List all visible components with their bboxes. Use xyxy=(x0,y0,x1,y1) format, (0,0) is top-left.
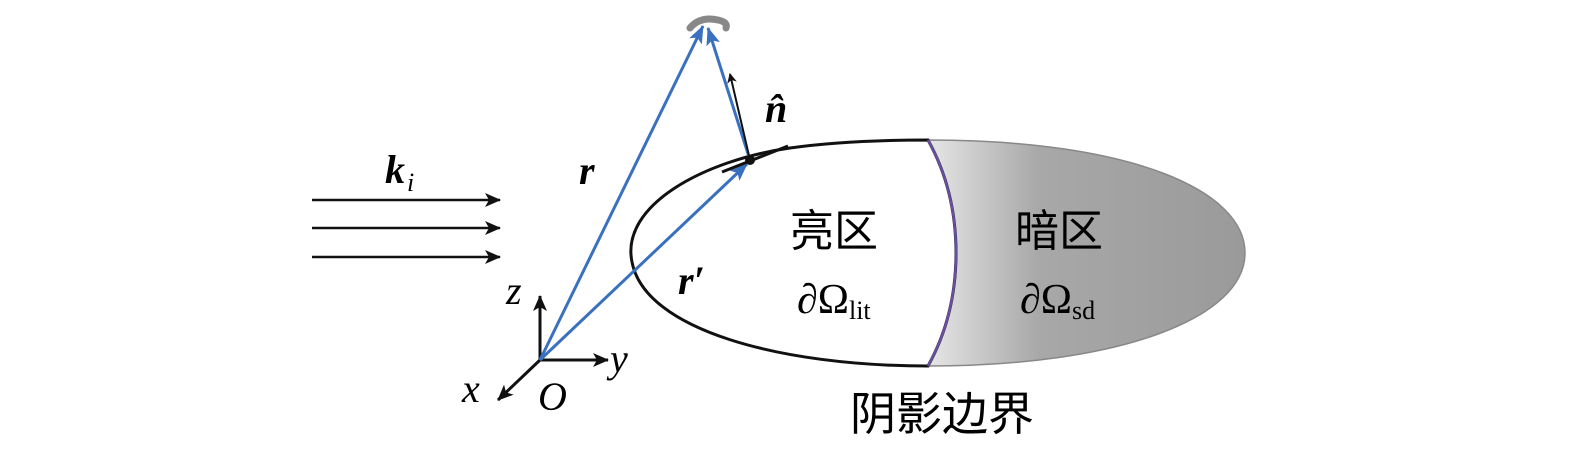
r-label: r xyxy=(579,148,595,193)
r-prime-vector xyxy=(538,162,749,362)
observation-point-mark xyxy=(686,15,730,32)
shadow-region-label: 暗区 xyxy=(1015,206,1103,257)
lit-region-label: 亮区 xyxy=(790,206,878,257)
x-axis xyxy=(496,358,542,402)
lit-region-subscript: lit xyxy=(849,296,871,325)
source-point xyxy=(745,155,755,165)
shadow-region-subscript: sd xyxy=(1072,296,1095,325)
incident-wave-subscript: i xyxy=(407,168,414,197)
r-prime-label: r′ xyxy=(678,258,705,303)
shadow-boundary-label: 阴影边界 xyxy=(850,387,1034,441)
x-axis-label: x xyxy=(461,366,480,411)
r-minus-r-prime-vector xyxy=(706,27,752,161)
r-vector xyxy=(538,25,705,361)
tangent-line xyxy=(721,144,789,174)
origin-label: O xyxy=(538,374,567,419)
incident-wave-label: ki xyxy=(385,147,414,197)
y-axis-label: y xyxy=(606,336,628,381)
normal-vector xyxy=(727,73,751,161)
shadow-boundary-curve xyxy=(926,139,958,367)
lit-region-symbol: ∂Ωlit xyxy=(797,277,871,325)
shadow-region-symbol: ∂Ωsd xyxy=(1020,277,1095,325)
normal-label: n̂ xyxy=(765,86,787,131)
z-axis-label: z xyxy=(505,268,522,313)
